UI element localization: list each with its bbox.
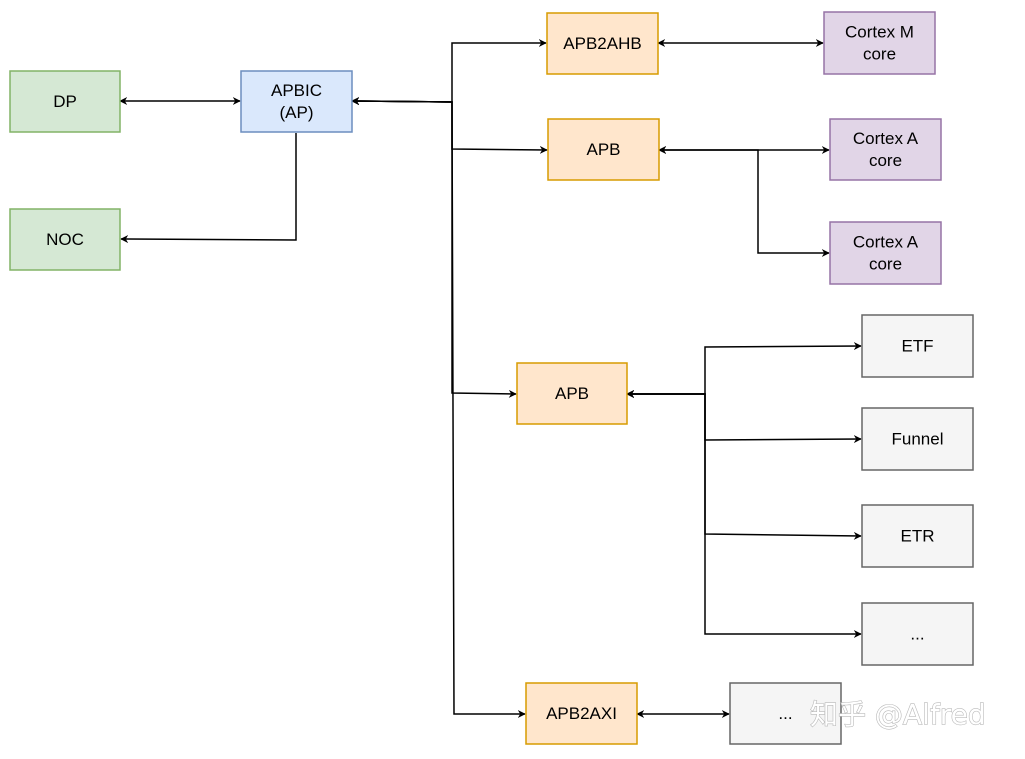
node-box [861, 602, 974, 666]
node-more1: ... [861, 602, 974, 666]
node-cortex-m: Cortex M core [823, 11, 936, 75]
node-label: (AP) [280, 103, 314, 122]
edge-apbic-to-apb2axi [351, 97, 526, 718]
edge-apb2-to-etr [626, 390, 862, 540]
node-box [861, 314, 974, 378]
node-box [829, 221, 942, 285]
node-apb2: APB [516, 362, 628, 425]
node-label: core [869, 151, 902, 170]
node-label: APB [586, 140, 620, 159]
node-box [546, 12, 659, 75]
node-label: Cortex A [853, 129, 919, 148]
node-etr: ETR [861, 504, 974, 568]
watermark: 知乎 @Alfred [810, 698, 986, 731]
node-apb1: APB [547, 118, 660, 181]
node-box [240, 70, 353, 133]
node-etf: ETF [861, 314, 974, 378]
node-label: ETF [901, 337, 933, 356]
node-label: APB2AHB [563, 34, 641, 53]
node-label: core [869, 255, 902, 274]
node-label: ETR [901, 527, 935, 546]
node-label: DP [53, 92, 77, 111]
node-box [823, 11, 936, 75]
node-label: ... [910, 625, 924, 644]
node-cortex-a1: Cortex A core [829, 118, 942, 181]
node-box [829, 118, 942, 181]
node-label: NOC [46, 230, 84, 249]
node-box [9, 70, 121, 133]
node-box [861, 504, 974, 568]
edge-apb1-to-cortex-a2 [658, 146, 830, 257]
edge-apb2-to-funnel [626, 390, 862, 444]
edge-apbic-to-apb1 [351, 97, 548, 154]
node-label: ... [778, 704, 792, 723]
node-more2: ... [729, 682, 842, 745]
node-noc: NOC [9, 208, 121, 271]
node-dp: DP [9, 70, 121, 133]
edge-apbic-to-apb2 [351, 97, 517, 398]
node-label: APB2AXI [546, 704, 617, 723]
node-label: APBIC [271, 81, 322, 100]
edge-apb2-to-more1 [626, 390, 862, 638]
node-box [516, 362, 628, 425]
edge-apbic-to-noc [120, 133, 297, 244]
node-funnel: Funnel [861, 407, 974, 471]
node-apb2axi: APB2AXI [525, 682, 638, 745]
node-box [525, 682, 638, 745]
node-label: Cortex M [845, 23, 914, 42]
node-box [547, 118, 660, 181]
node-cortex-a2: Cortex A core [829, 221, 942, 285]
node-box [729, 682, 842, 745]
node-label: Funnel [892, 430, 944, 449]
edge-apbic-to-apb2ahb [351, 39, 547, 106]
node-apbic: APBIC (AP) [240, 70, 353, 133]
node-apb2ahb: APB2AHB [546, 12, 659, 75]
node-label: APB [555, 384, 589, 403]
node-box [861, 407, 974, 471]
edge-apb2-to-etf [626, 342, 862, 398]
node-label: Cortex A [853, 233, 919, 252]
node-box [9, 208, 121, 271]
node-label: core [863, 45, 896, 64]
